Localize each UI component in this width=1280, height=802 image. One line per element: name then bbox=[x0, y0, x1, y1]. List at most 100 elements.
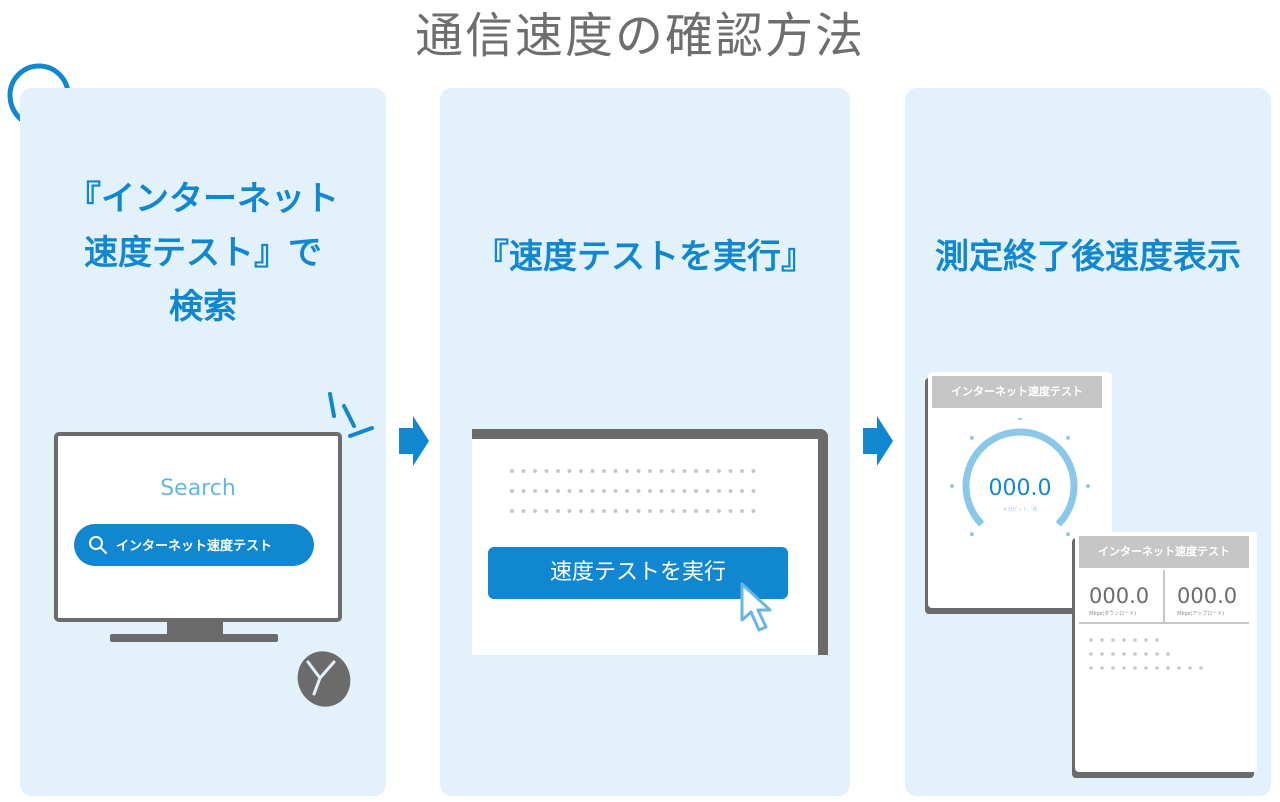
speed-gauge-icon bbox=[950, 418, 1090, 537]
placeholder-dot bbox=[648, 509, 652, 513]
placeholder-dot bbox=[613, 469, 618, 473]
placeholder-dot bbox=[613, 489, 618, 493]
placeholder-dot bbox=[590, 489, 595, 493]
placeholder-dot bbox=[625, 489, 629, 493]
placeholder-dot bbox=[1133, 652, 1137, 656]
placeholder-dots bbox=[1089, 638, 1203, 670]
placeholder-dot bbox=[950, 484, 954, 488]
placeholder-dot bbox=[659, 489, 664, 493]
placeholder-dots bbox=[510, 469, 756, 513]
upload-value: 000.0 bbox=[1177, 584, 1238, 608]
search-icon bbox=[89, 536, 107, 554]
placeholder-dot bbox=[567, 469, 572, 473]
gauge-unit: メガビット／秒 bbox=[1002, 507, 1038, 513]
placeholder-dot bbox=[1111, 666, 1115, 670]
placeholder-dot bbox=[717, 469, 721, 473]
mouse-icon bbox=[297, 651, 351, 707]
placeholder-dot bbox=[648, 469, 652, 473]
placeholder-dot bbox=[969, 435, 974, 440]
placeholder-dot bbox=[613, 509, 618, 513]
monitor-base bbox=[110, 634, 278, 642]
download-value: 000.0 bbox=[1089, 584, 1150, 608]
diagram-title: 通信速度の確認方法 bbox=[414, 8, 865, 64]
placeholder-dot bbox=[1133, 638, 1137, 642]
placeholder-dot bbox=[556, 489, 560, 493]
step-1-panel: 『インターネット 速度テスト』で 検索 Search インターネット速度テスト bbox=[20, 88, 386, 796]
placeholder-dot bbox=[682, 469, 687, 473]
gauge-arc bbox=[962, 428, 1078, 527]
placeholder-dot bbox=[1089, 666, 1093, 670]
step-1-heading-line: 『インターネット bbox=[67, 179, 339, 219]
placeholder-dot bbox=[740, 509, 744, 513]
card-header: インターネット速度テスト bbox=[932, 376, 1102, 408]
placeholder-dot bbox=[636, 489, 641, 493]
placeholder-dot bbox=[694, 469, 698, 473]
placeholder-dot bbox=[636, 509, 641, 513]
placeholder-dot bbox=[682, 509, 687, 513]
step-1-heading-line: 検索 bbox=[169, 287, 237, 327]
placeholder-dot bbox=[659, 509, 664, 513]
monitor-screen: Search インターネット速度テスト bbox=[54, 432, 342, 622]
step-3-panel: 測定終了後速度表示 インターネット速度テスト 000.0 メガビット／秒 インタ… bbox=[905, 88, 1271, 796]
placeholder-dot bbox=[510, 489, 514, 493]
gauge-value: 000.0 bbox=[988, 476, 1052, 501]
placeholder-dot bbox=[1188, 666, 1192, 670]
placeholder-dot bbox=[1122, 652, 1126, 656]
placeholder-dot bbox=[1111, 652, 1115, 656]
search-bar[interactable]: インターネット速度テスト bbox=[74, 524, 314, 566]
step-2-heading: 『速度テストを実行』 bbox=[440, 230, 850, 284]
placeholder-dot bbox=[1089, 638, 1093, 642]
placeholder-dot bbox=[1089, 652, 1093, 656]
placeholder-dot bbox=[740, 469, 744, 473]
placeholder-dot bbox=[590, 469, 595, 473]
placeholder-dot bbox=[671, 489, 675, 493]
placeholder-dot bbox=[533, 489, 537, 493]
placeholder-dot bbox=[544, 489, 549, 493]
step-3-heading: 測定終了後速度表示 bbox=[905, 230, 1271, 284]
placeholder-dot bbox=[751, 469, 756, 473]
placeholder-dot bbox=[659, 469, 664, 473]
monitor-stand bbox=[167, 620, 223, 636]
placeholder-dot bbox=[579, 509, 583, 513]
placeholder-dot bbox=[751, 509, 756, 513]
arrow-right-icon bbox=[399, 416, 429, 466]
placeholder-dot bbox=[1018, 418, 1022, 420]
placeholder-dot bbox=[544, 509, 549, 513]
placeholder-dot bbox=[694, 509, 698, 513]
placeholder-dot bbox=[556, 509, 560, 513]
placeholder-dot bbox=[1066, 435, 1071, 440]
search-query: インターネット速度テスト bbox=[116, 539, 273, 554]
placeholder-dot bbox=[728, 509, 733, 513]
search-label: Search bbox=[160, 476, 236, 501]
placeholder-dot bbox=[533, 509, 537, 513]
placeholder-dot bbox=[579, 489, 583, 493]
browser-window: 速度テストを実行 bbox=[472, 429, 828, 655]
placeholder-dot bbox=[1086, 484, 1090, 488]
placeholder-dot bbox=[1166, 652, 1170, 656]
run-speed-test-button[interactable]: 速度テストを実行 bbox=[488, 547, 788, 599]
placeholder-dot bbox=[1155, 652, 1159, 656]
placeholder-dot bbox=[544, 469, 549, 473]
placeholder-dot bbox=[579, 469, 583, 473]
upload-unit: Mbps(アップロード) bbox=[1177, 611, 1225, 617]
placeholder-dot bbox=[1199, 666, 1203, 670]
placeholder-dot bbox=[717, 489, 721, 493]
placeholder-dot bbox=[694, 489, 698, 493]
placeholder-dot bbox=[1111, 638, 1115, 642]
placeholder-dot bbox=[567, 509, 572, 513]
speed-result-card: インターネット速度テスト 000.0 Mbps(ダウンロード) 000.0 Mb… bbox=[1075, 532, 1257, 772]
placeholder-dot bbox=[1155, 638, 1159, 642]
placeholder-dot bbox=[1100, 666, 1104, 670]
placeholder-dot bbox=[705, 489, 710, 493]
placeholder-dot bbox=[1144, 652, 1148, 656]
placeholder-dot bbox=[1066, 532, 1071, 537]
placeholder-dot bbox=[602, 509, 606, 513]
placeholder-dot bbox=[1144, 666, 1148, 670]
placeholder-dot bbox=[751, 489, 756, 493]
placeholder-dot bbox=[590, 509, 595, 513]
result-divider bbox=[1163, 570, 1165, 622]
placeholder-dot bbox=[705, 469, 710, 473]
placeholder-dot bbox=[717, 509, 721, 513]
placeholder-dot bbox=[602, 469, 606, 473]
placeholder-dot bbox=[521, 509, 526, 513]
